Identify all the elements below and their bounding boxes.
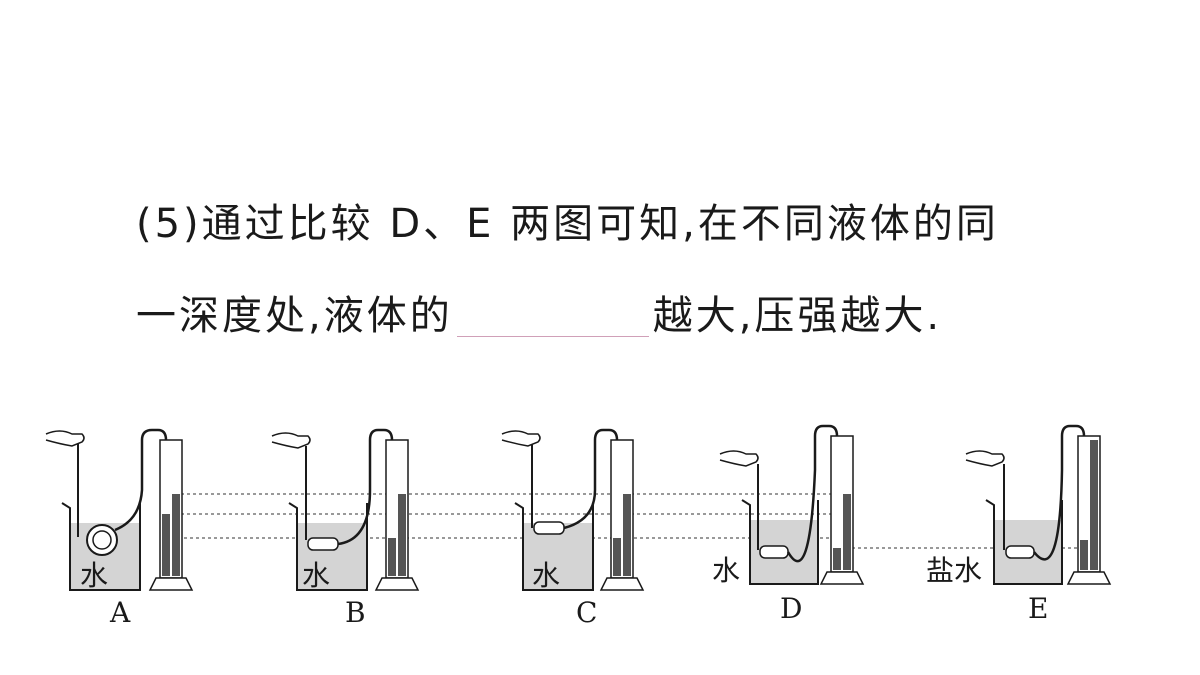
manometer-base-b <box>374 577 420 591</box>
panel-b: 水 B <box>271 428 420 629</box>
beaker-d <box>741 499 819 585</box>
panel-label-e: E <box>1028 592 1048 625</box>
panel-label-d: D <box>780 592 802 625</box>
manometer-liquid-d2 <box>843 494 851 570</box>
probe-c <box>533 521 565 535</box>
hand-e <box>965 450 1005 467</box>
panel-d: 水 D <box>712 424 865 625</box>
tube-c <box>563 428 619 580</box>
water-b <box>297 523 367 589</box>
panel-label-b: B <box>345 596 366 629</box>
answer-blank[interactable] <box>456 306 649 337</box>
liquid-label-a: 水 <box>80 559 108 592</box>
tube-b <box>337 428 394 580</box>
manometer-liquid-d <box>833 548 841 570</box>
liquid-label-b: 水 <box>302 559 330 592</box>
pressure-experiment-figure: 水 A 水 B 水 C <box>45 424 1112 629</box>
liquid-label-e: 盐水 <box>926 554 982 587</box>
question-text: (5)通过比较 D、E 两图可知,在不同液体的同 一深度处,液体的 越大,压强越大… <box>136 178 1136 362</box>
panel-a: 水 A <box>45 428 194 629</box>
liquid-label-c: 水 <box>532 559 560 592</box>
manometer-liquid-c <box>613 538 621 576</box>
beaker-b <box>288 502 368 591</box>
panel-label-c: C <box>576 596 597 629</box>
beaker-e <box>985 499 1063 585</box>
manometer-base-d <box>819 571 865 585</box>
panel-label-a: A <box>109 596 131 629</box>
panel-c: 水 C <box>501 428 645 629</box>
probe-a <box>86 524 118 556</box>
question-line-1: (5)通过比较 D、E 两图可知,在不同液体的同 <box>136 201 999 247</box>
manometer-liquid-a2 <box>172 494 180 576</box>
probe-b <box>307 537 339 551</box>
manometer-base-c <box>599 577 645 591</box>
manometer-liquid-b2 <box>398 494 406 576</box>
hand-a <box>45 430 85 447</box>
beaker-a <box>61 502 141 591</box>
tube-a <box>114 428 168 580</box>
hand-b <box>271 432 311 449</box>
probe-d <box>759 545 789 559</box>
manometer-liquid-b <box>388 538 396 576</box>
manometer-base-a <box>148 577 194 591</box>
question-line-2-start: 一深度处,液体的 <box>136 293 453 339</box>
tube-d <box>786 424 839 572</box>
question-line-2: 一深度处,液体的 越大,压强越大. <box>136 270 1136 362</box>
liquid-label-d: 水 <box>712 554 740 587</box>
manometer-base-e <box>1066 571 1112 585</box>
beaker-c <box>514 502 594 591</box>
tube-e <box>1033 424 1086 572</box>
manometer-liquid-e2 <box>1090 440 1098 570</box>
probe-inner-a <box>92 530 112 550</box>
panel-e: 盐水 E <box>926 424 1112 625</box>
manometer-liquid-c2 <box>623 494 631 576</box>
manometer-liquid-a <box>162 514 170 576</box>
hand-d <box>719 450 759 467</box>
question-line-2-end: 越大,压强越大. <box>652 293 943 339</box>
manometer-liquid-e <box>1080 540 1088 570</box>
hand-c <box>501 430 541 447</box>
probe-e <box>1005 545 1035 559</box>
